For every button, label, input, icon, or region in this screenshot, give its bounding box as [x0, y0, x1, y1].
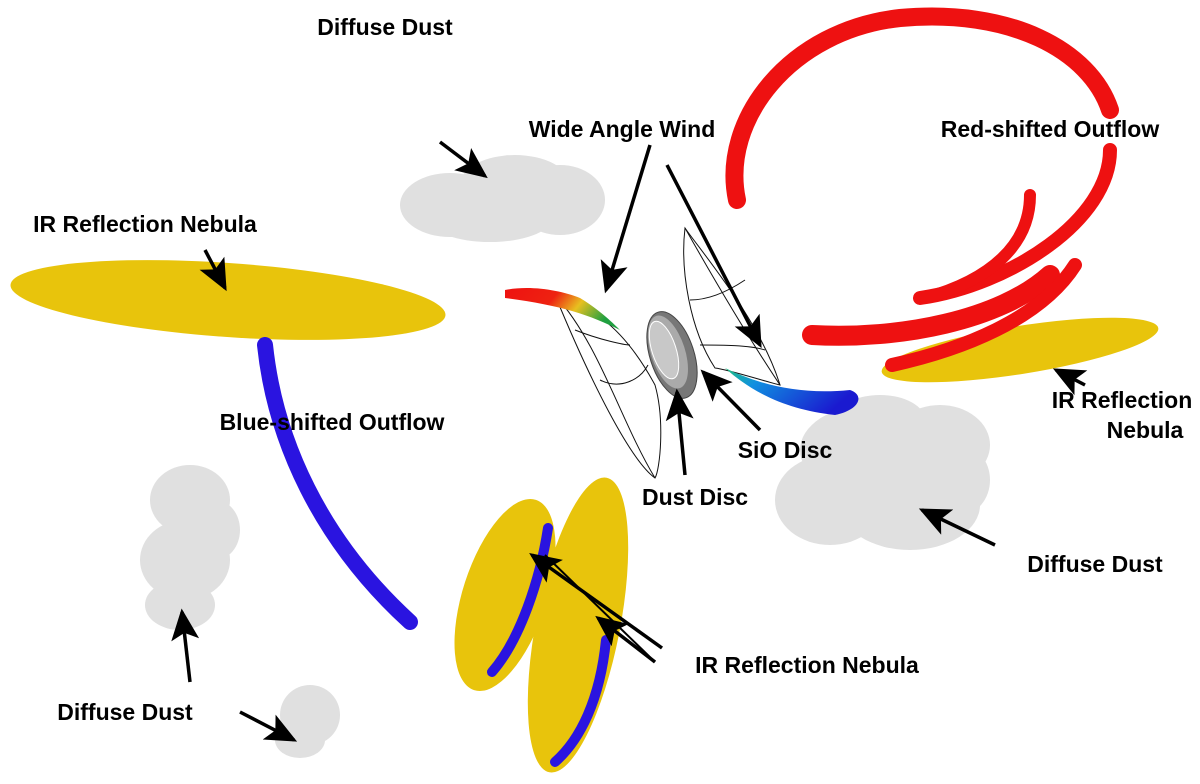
label-blue-shifted-outflow: Blue-shifted Outflow: [220, 409, 445, 435]
ir-nebula-right: [881, 317, 1159, 383]
arrow-ir-nebula-right: [1052, 368, 1088, 396]
ir-nebula-bottom-right-lobe: [527, 477, 629, 773]
wide-angle-wind-left: [505, 287, 662, 479]
blue-shifted-outflow-arc: [257, 337, 418, 630]
ir-nebula-left: [10, 260, 446, 340]
label-ir-nebula-right-2: Nebula: [1107, 417, 1184, 443]
arrow-diffuse-dust-right: [918, 508, 996, 547]
label-wide-angle-wind: Wide Angle Wind: [529, 116, 716, 142]
arrow-sio-disc: [700, 369, 762, 432]
label-sio-disc: SiO Disc: [738, 437, 833, 463]
label-diffuse-dust-top: Diffuse Dust: [317, 14, 453, 40]
red-shifted-outflow-arcs: [725, 7, 1119, 372]
arrow-ir-nebula-left: [199, 249, 227, 292]
arrow-ir-nebula-bottom-1: [529, 552, 664, 650]
arrow-ir-nebula-bottom-2: [595, 615, 657, 664]
diffuse-dust-cloud-bottom-left: [140, 465, 240, 630]
arrow-diffuse-dust-top: [438, 140, 488, 179]
label-ir-nebula-right-1: IR Reflection: [1052, 387, 1193, 413]
sio-disc: [648, 320, 680, 380]
arrow-wind-left: [600, 144, 652, 294]
arrow-dust-disc: [665, 388, 694, 476]
blue-outflow-bottom-1: [487, 523, 553, 677]
label-diffuse-dust-bottom: Diffuse Dust: [57, 699, 193, 725]
label-ir-nebula-bottom: IR Reflection Nebula: [695, 652, 919, 678]
wide-angle-wind-right: [683, 226, 859, 415]
label-diffuse-dust-right: Diffuse Dust: [1027, 551, 1163, 577]
diffuse-dust-cloud-bottom-small: [275, 685, 340, 758]
label-ir-nebula-left: IR Reflection Nebula: [33, 211, 257, 237]
blue-outflow-bottom-2: [550, 635, 611, 767]
label-dust-disc: Dust Disc: [642, 484, 748, 510]
diffuse-dust-cloud-top: [400, 155, 605, 242]
arrow-diffuse-dust-bottom-2: [239, 710, 298, 742]
diffuse-dust-cloud-right: [775, 395, 990, 550]
ir-nebula-bottom-left-lobe: [454, 499, 556, 691]
label-red-shifted-outflow: Red-shifted Outflow: [941, 116, 1160, 142]
leader-line: [544, 554, 656, 663]
arrow-wind-right: [665, 164, 762, 349]
arrow-diffuse-dust-bottom-1: [171, 608, 200, 683]
